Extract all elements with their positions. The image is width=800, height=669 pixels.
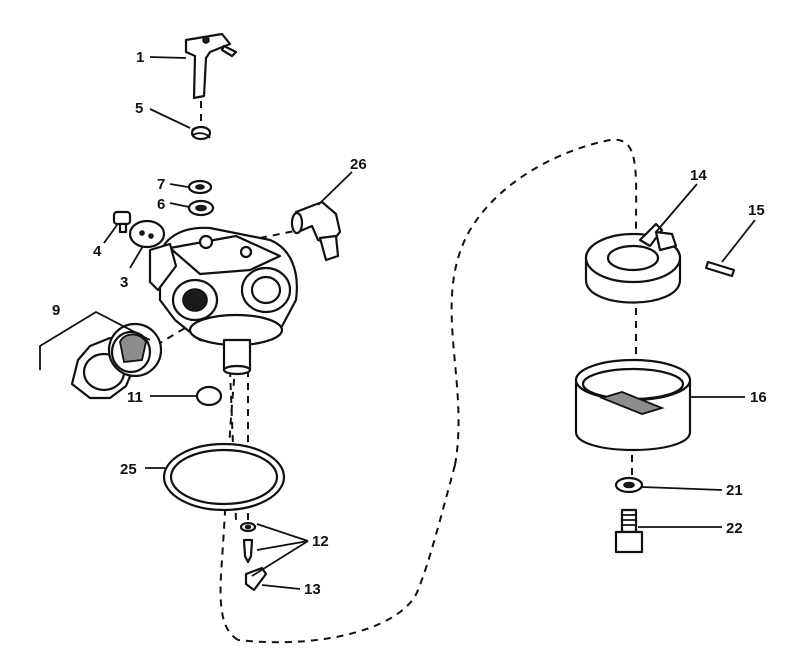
dash-align-7 <box>259 229 301 239</box>
bowl-gasket <box>162 442 286 512</box>
callout-25: 25 <box>120 461 137 478</box>
leader-lines <box>39 56 756 590</box>
dashed-routing-line <box>219 138 638 644</box>
welch-plug <box>195 385 223 407</box>
throttle-shaft <box>184 32 238 100</box>
callout-13: 13 <box>304 581 321 598</box>
bowl-nut-washer <box>614 476 644 494</box>
callout-22: 22 <box>726 520 743 537</box>
throttle-plate <box>128 219 166 249</box>
screw <box>112 210 132 234</box>
callout-16: 16 <box>750 389 767 406</box>
carburetor-body <box>148 226 298 376</box>
float-bowl <box>574 358 692 451</box>
callout-5: 5 <box>135 100 143 117</box>
bowl-nut <box>614 508 644 554</box>
fuel-fitting <box>290 200 342 262</box>
dash-align-6 <box>144 324 191 353</box>
callout-11: 11 <box>127 389 143 406</box>
callout-9: 9 <box>52 302 60 319</box>
washer <box>187 199 215 217</box>
primer-bulb <box>107 322 163 378</box>
inlet-needle-seat <box>239 521 257 564</box>
float-hinge-pin <box>704 260 736 278</box>
callout-26: 26 <box>350 156 367 173</box>
needle-clip <box>244 566 268 592</box>
callout-21: 21 <box>726 482 743 499</box>
callout-4: 4 <box>93 243 102 260</box>
spring <box>190 125 212 141</box>
callout-14: 14 <box>690 167 707 184</box>
callout-15: 15 <box>748 202 765 219</box>
callout-7: 7 <box>157 176 165 193</box>
float <box>584 222 682 304</box>
callout-3: 3 <box>120 274 128 291</box>
callout-12: 12 <box>312 533 329 550</box>
washer-seal <box>187 179 213 195</box>
callout-6: 6 <box>157 196 165 213</box>
callout-1: 1 <box>136 49 144 66</box>
